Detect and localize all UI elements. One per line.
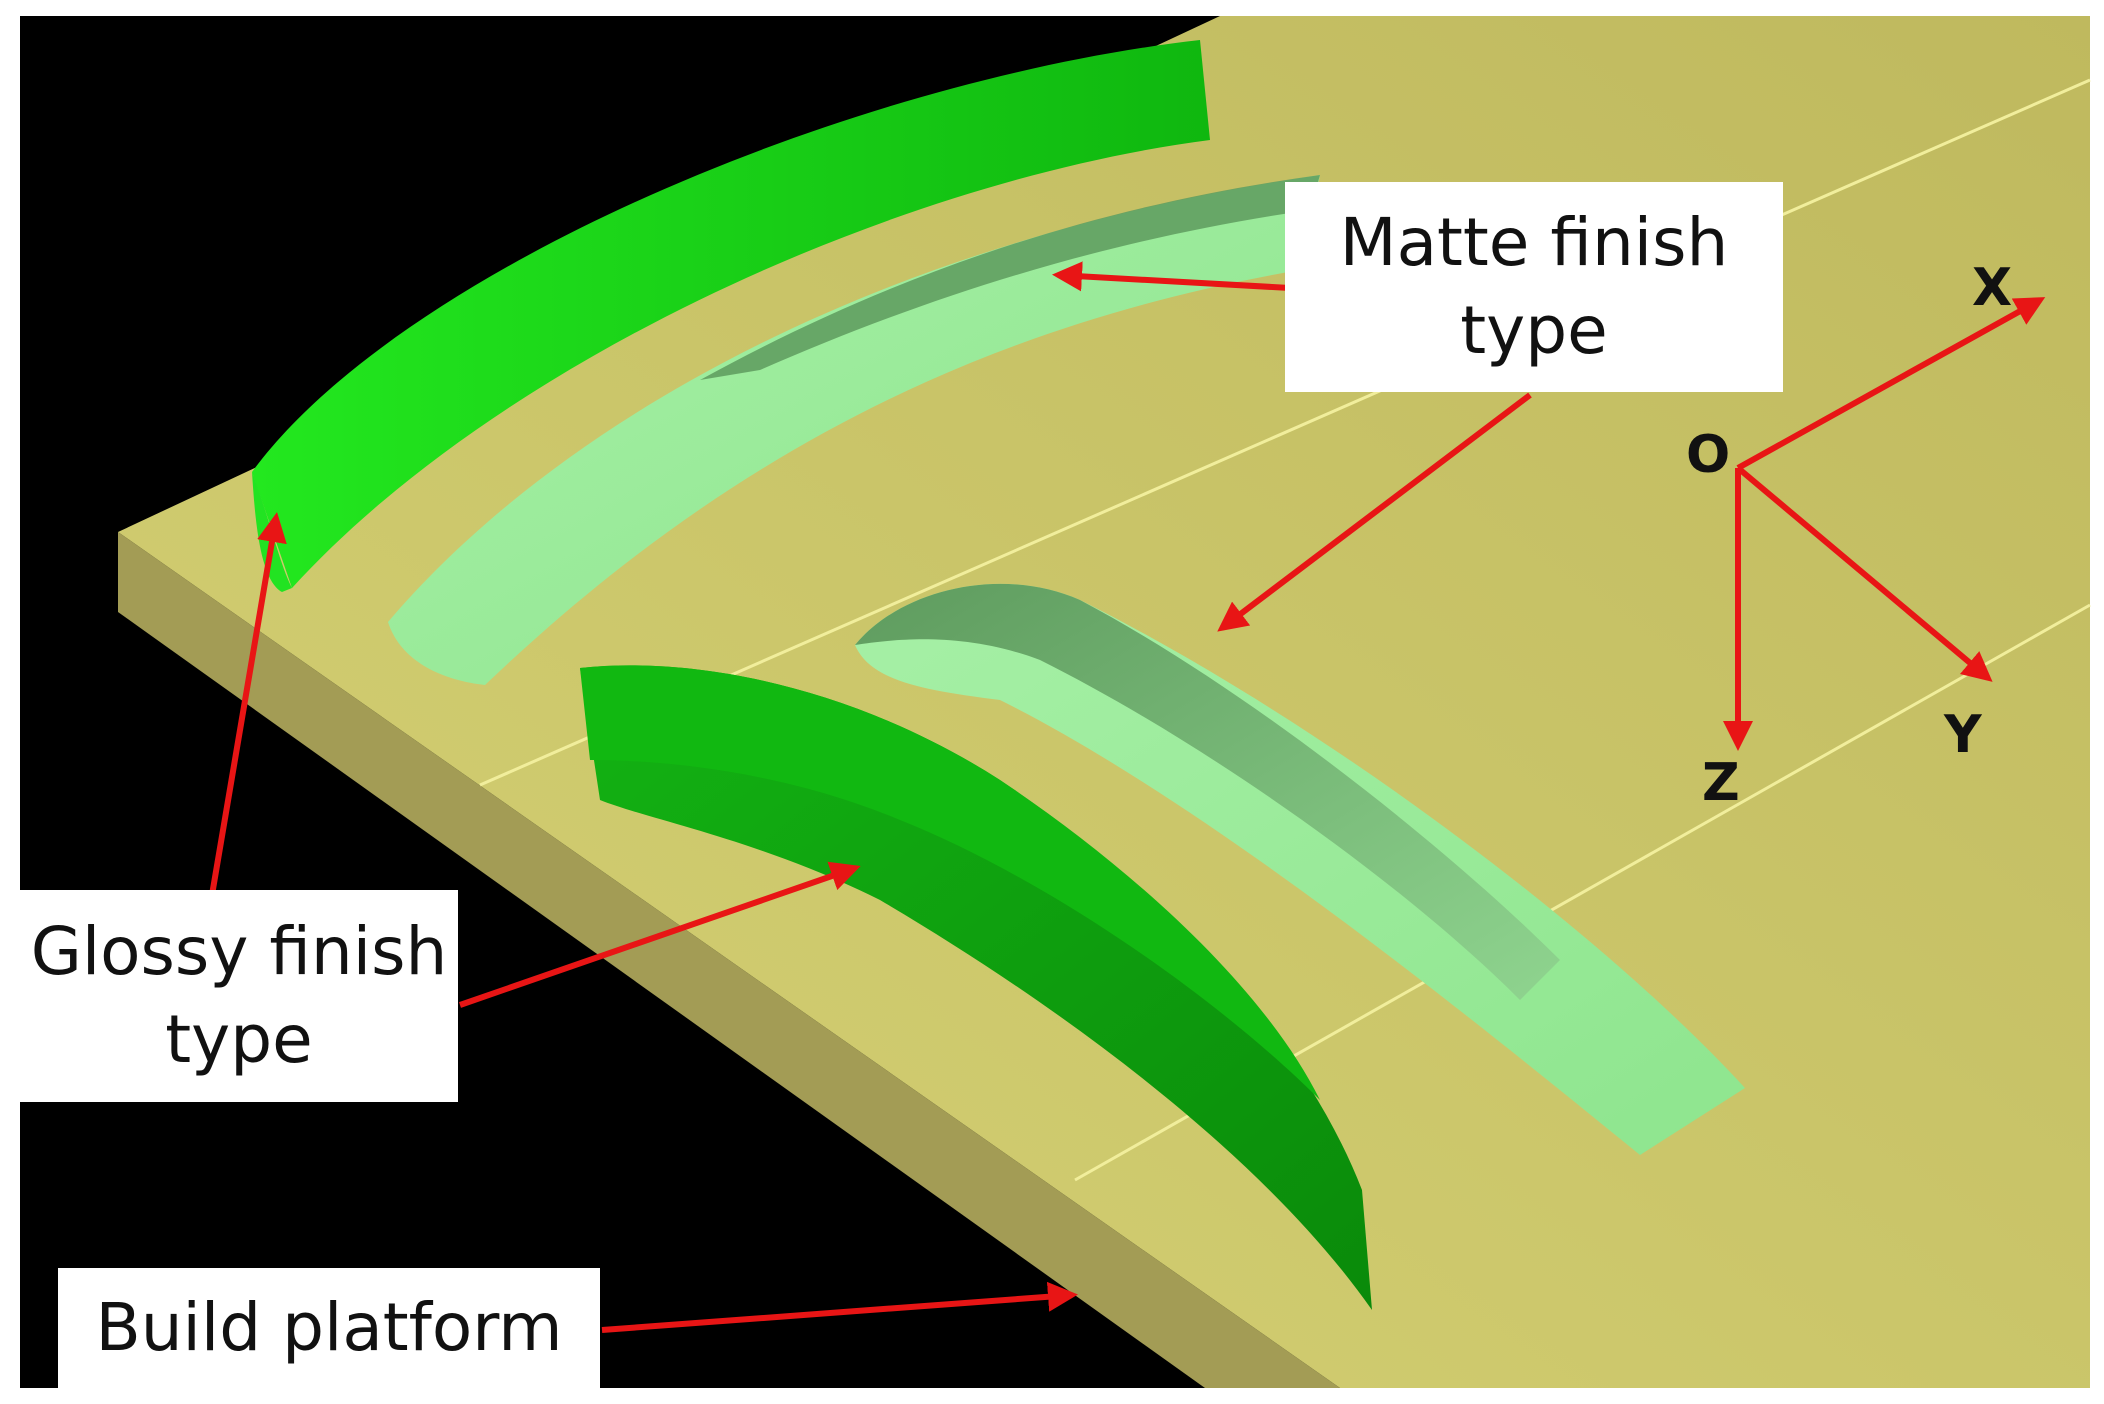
glossy-arrow-2 xyxy=(459,861,861,1008)
matte-label-line1: Matte finish xyxy=(1339,204,1729,281)
x-axis-arrow xyxy=(1736,297,2046,471)
platform-arrow xyxy=(601,1281,1078,1333)
y-axis-label: Y xyxy=(1943,705,1983,765)
glossy-label-line2: type xyxy=(165,1001,313,1078)
callout-arrows xyxy=(209,261,1532,1333)
glossy-finish-label: Glossy finish type xyxy=(20,890,458,1102)
y-axis-arrow xyxy=(1736,465,1993,682)
matte-label-line2: type xyxy=(1460,292,1608,369)
coordinate-axes xyxy=(1723,297,2046,751)
z-axis-label: Z xyxy=(1702,753,1740,813)
matte-part-1 xyxy=(388,175,1320,685)
x-axis-label: X xyxy=(1972,258,2012,318)
build-platform-label: Build platform xyxy=(58,1268,600,1388)
platform-label-text: Build platform xyxy=(95,1289,563,1366)
glossy-part-1 xyxy=(252,40,1210,592)
origin-label: O xyxy=(1686,425,1730,485)
glossy-arrow-1 xyxy=(209,512,287,896)
matte-arrow-1 xyxy=(1052,261,1291,292)
glossy-label-line1: Glossy finish xyxy=(30,913,448,990)
glossy-part-2 xyxy=(580,665,1372,1310)
matte-arrow-2 xyxy=(1217,392,1532,632)
platform-front-face xyxy=(118,532,1340,1388)
matte-finish-label: Matte finish type xyxy=(1285,182,1783,392)
matte-part-2 xyxy=(855,583,1745,1155)
